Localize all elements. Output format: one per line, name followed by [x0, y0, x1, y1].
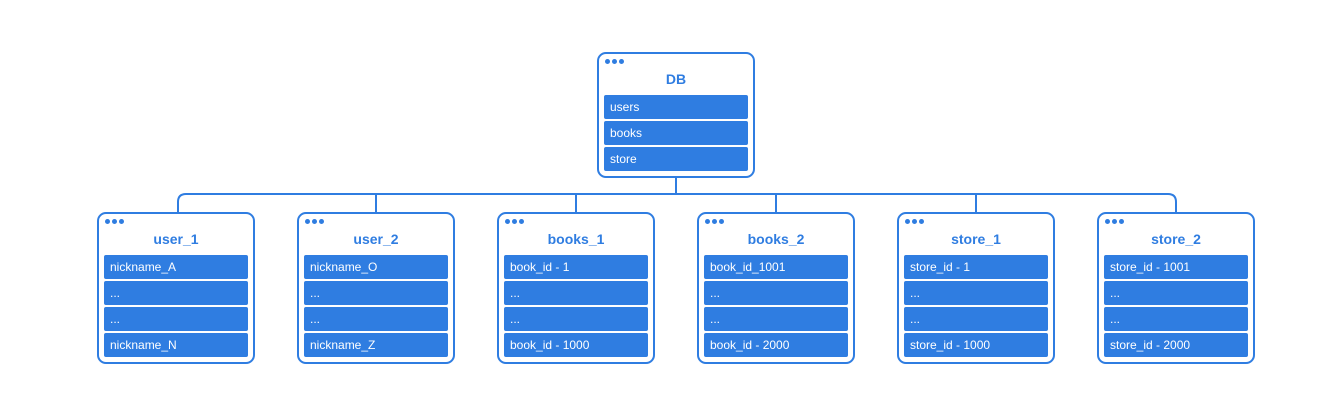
card-row: ...: [704, 307, 848, 331]
card-row: ...: [1104, 281, 1248, 305]
store-1-card-title: store_1: [951, 231, 1001, 247]
user-2-card-rows: nickname_O ... ... nickname_Z: [304, 255, 448, 357]
window-dots-icon: [305, 219, 324, 224]
db-card-rows: users books store: [604, 95, 748, 171]
card-row: nickname_N: [104, 333, 248, 357]
store-2-card: store_2 store_id - 1001 ... ... store_id…: [1097, 212, 1255, 364]
window-dots-icon: [605, 59, 624, 64]
card-row: store_id - 1: [904, 255, 1048, 279]
user-1-card: user_1 nickname_A ... ... nickname_N: [97, 212, 255, 364]
card-row: book_id - 1000: [504, 333, 648, 357]
card-row: ...: [904, 281, 1048, 305]
user-2-card: user_2 nickname_O ... ... nickname_Z: [297, 212, 455, 364]
user-1-card-title: user_1: [153, 231, 199, 247]
card-row: nickname_Z: [304, 333, 448, 357]
books-2-card-title: books_2: [747, 231, 805, 247]
window-dots-icon: [105, 219, 124, 224]
books-1-card-title: books_1: [547, 231, 605, 247]
card-row: ...: [704, 281, 848, 305]
db-row-store: store: [604, 147, 748, 171]
branch-right-corner: [976, 193, 1177, 212]
window-dots-icon: [905, 219, 924, 224]
store-2-card-rows: store_id - 1001 ... ... store_id - 2000: [1104, 255, 1248, 357]
card-row: store_id - 1000: [904, 333, 1048, 357]
card-row: ...: [504, 307, 648, 331]
store-1-card: store_1 store_id - 1 ... ... store_id - …: [897, 212, 1055, 364]
card-row: store_id - 2000: [1104, 333, 1248, 357]
books-2-card-rows: book_id_1001 ... ... book_id - 2000: [704, 255, 848, 357]
user-1-card-rows: nickname_A ... ... nickname_N: [104, 255, 248, 357]
books-1-card: books_1 book_id - 1 ... ... book_id - 10…: [497, 212, 655, 364]
card-row: ...: [104, 307, 248, 331]
user-2-card-title: user_2: [353, 231, 399, 247]
card-row: book_id - 1: [504, 255, 648, 279]
card-row: ...: [1104, 307, 1248, 331]
db-card: DB users books store: [597, 52, 755, 178]
card-row: nickname_A: [104, 255, 248, 279]
window-dots-icon: [505, 219, 524, 224]
window-dots-icon: [705, 219, 724, 224]
card-row: ...: [104, 281, 248, 305]
card-row: nickname_O: [304, 255, 448, 279]
card-row: book_id_1001: [704, 255, 848, 279]
db-row-books: books: [604, 121, 748, 145]
branch-left-corner: [177, 193, 376, 212]
card-row: book_id - 2000: [704, 333, 848, 357]
card-row: ...: [904, 307, 1048, 331]
books-2-card: books_2 book_id_1001 ... ... book_id - 2…: [697, 212, 855, 364]
db-card-title: DB: [665, 71, 687, 87]
db-row-users: users: [604, 95, 748, 119]
store-1-card-rows: store_id - 1 ... ... store_id - 1000: [904, 255, 1048, 357]
books-1-card-rows: book_id - 1 ... ... book_id - 1000: [504, 255, 648, 357]
card-row: ...: [304, 307, 448, 331]
card-row: store_id - 1001: [1104, 255, 1248, 279]
window-dots-icon: [1105, 219, 1124, 224]
store-2-card-title: store_2: [1151, 231, 1201, 247]
card-row: ...: [304, 281, 448, 305]
card-row: ...: [504, 281, 648, 305]
